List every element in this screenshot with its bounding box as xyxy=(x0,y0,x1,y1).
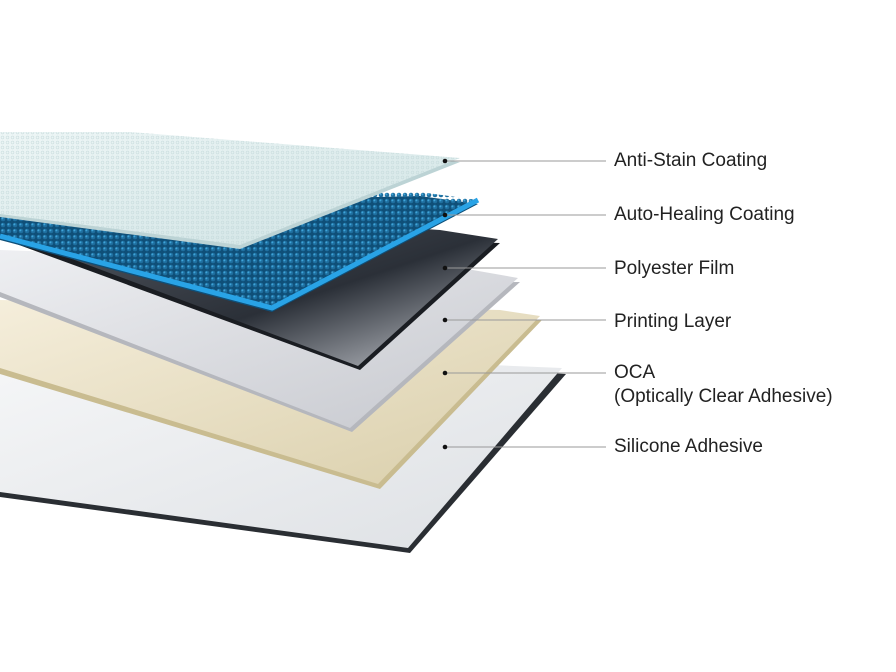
label-oca-subtitle: (Optically Clear Adhesive) xyxy=(614,386,833,407)
label-silicone-adhesive: Silicone Adhesive xyxy=(614,436,763,457)
leader-dot-polyester xyxy=(442,265,448,271)
label-anti-stain-coating: Anti-Stain Coating xyxy=(614,150,768,171)
leader-dot-anti-stain xyxy=(442,158,448,164)
anti-stain-coating-layer xyxy=(0,132,460,249)
label-auto-healing-coating: Auto-Healing Coating xyxy=(614,204,795,225)
label-oca: OCA xyxy=(614,362,656,383)
leader-lines xyxy=(442,158,606,450)
label-polyester-film: Polyester Film xyxy=(614,258,735,279)
leader-dot-silicone xyxy=(442,444,448,450)
leader-dot-auto-healing xyxy=(442,212,448,218)
label-printing-layer: Printing Layer xyxy=(614,311,732,332)
leader-dot-printing xyxy=(442,317,448,323)
leader-dot-oca xyxy=(442,370,448,376)
